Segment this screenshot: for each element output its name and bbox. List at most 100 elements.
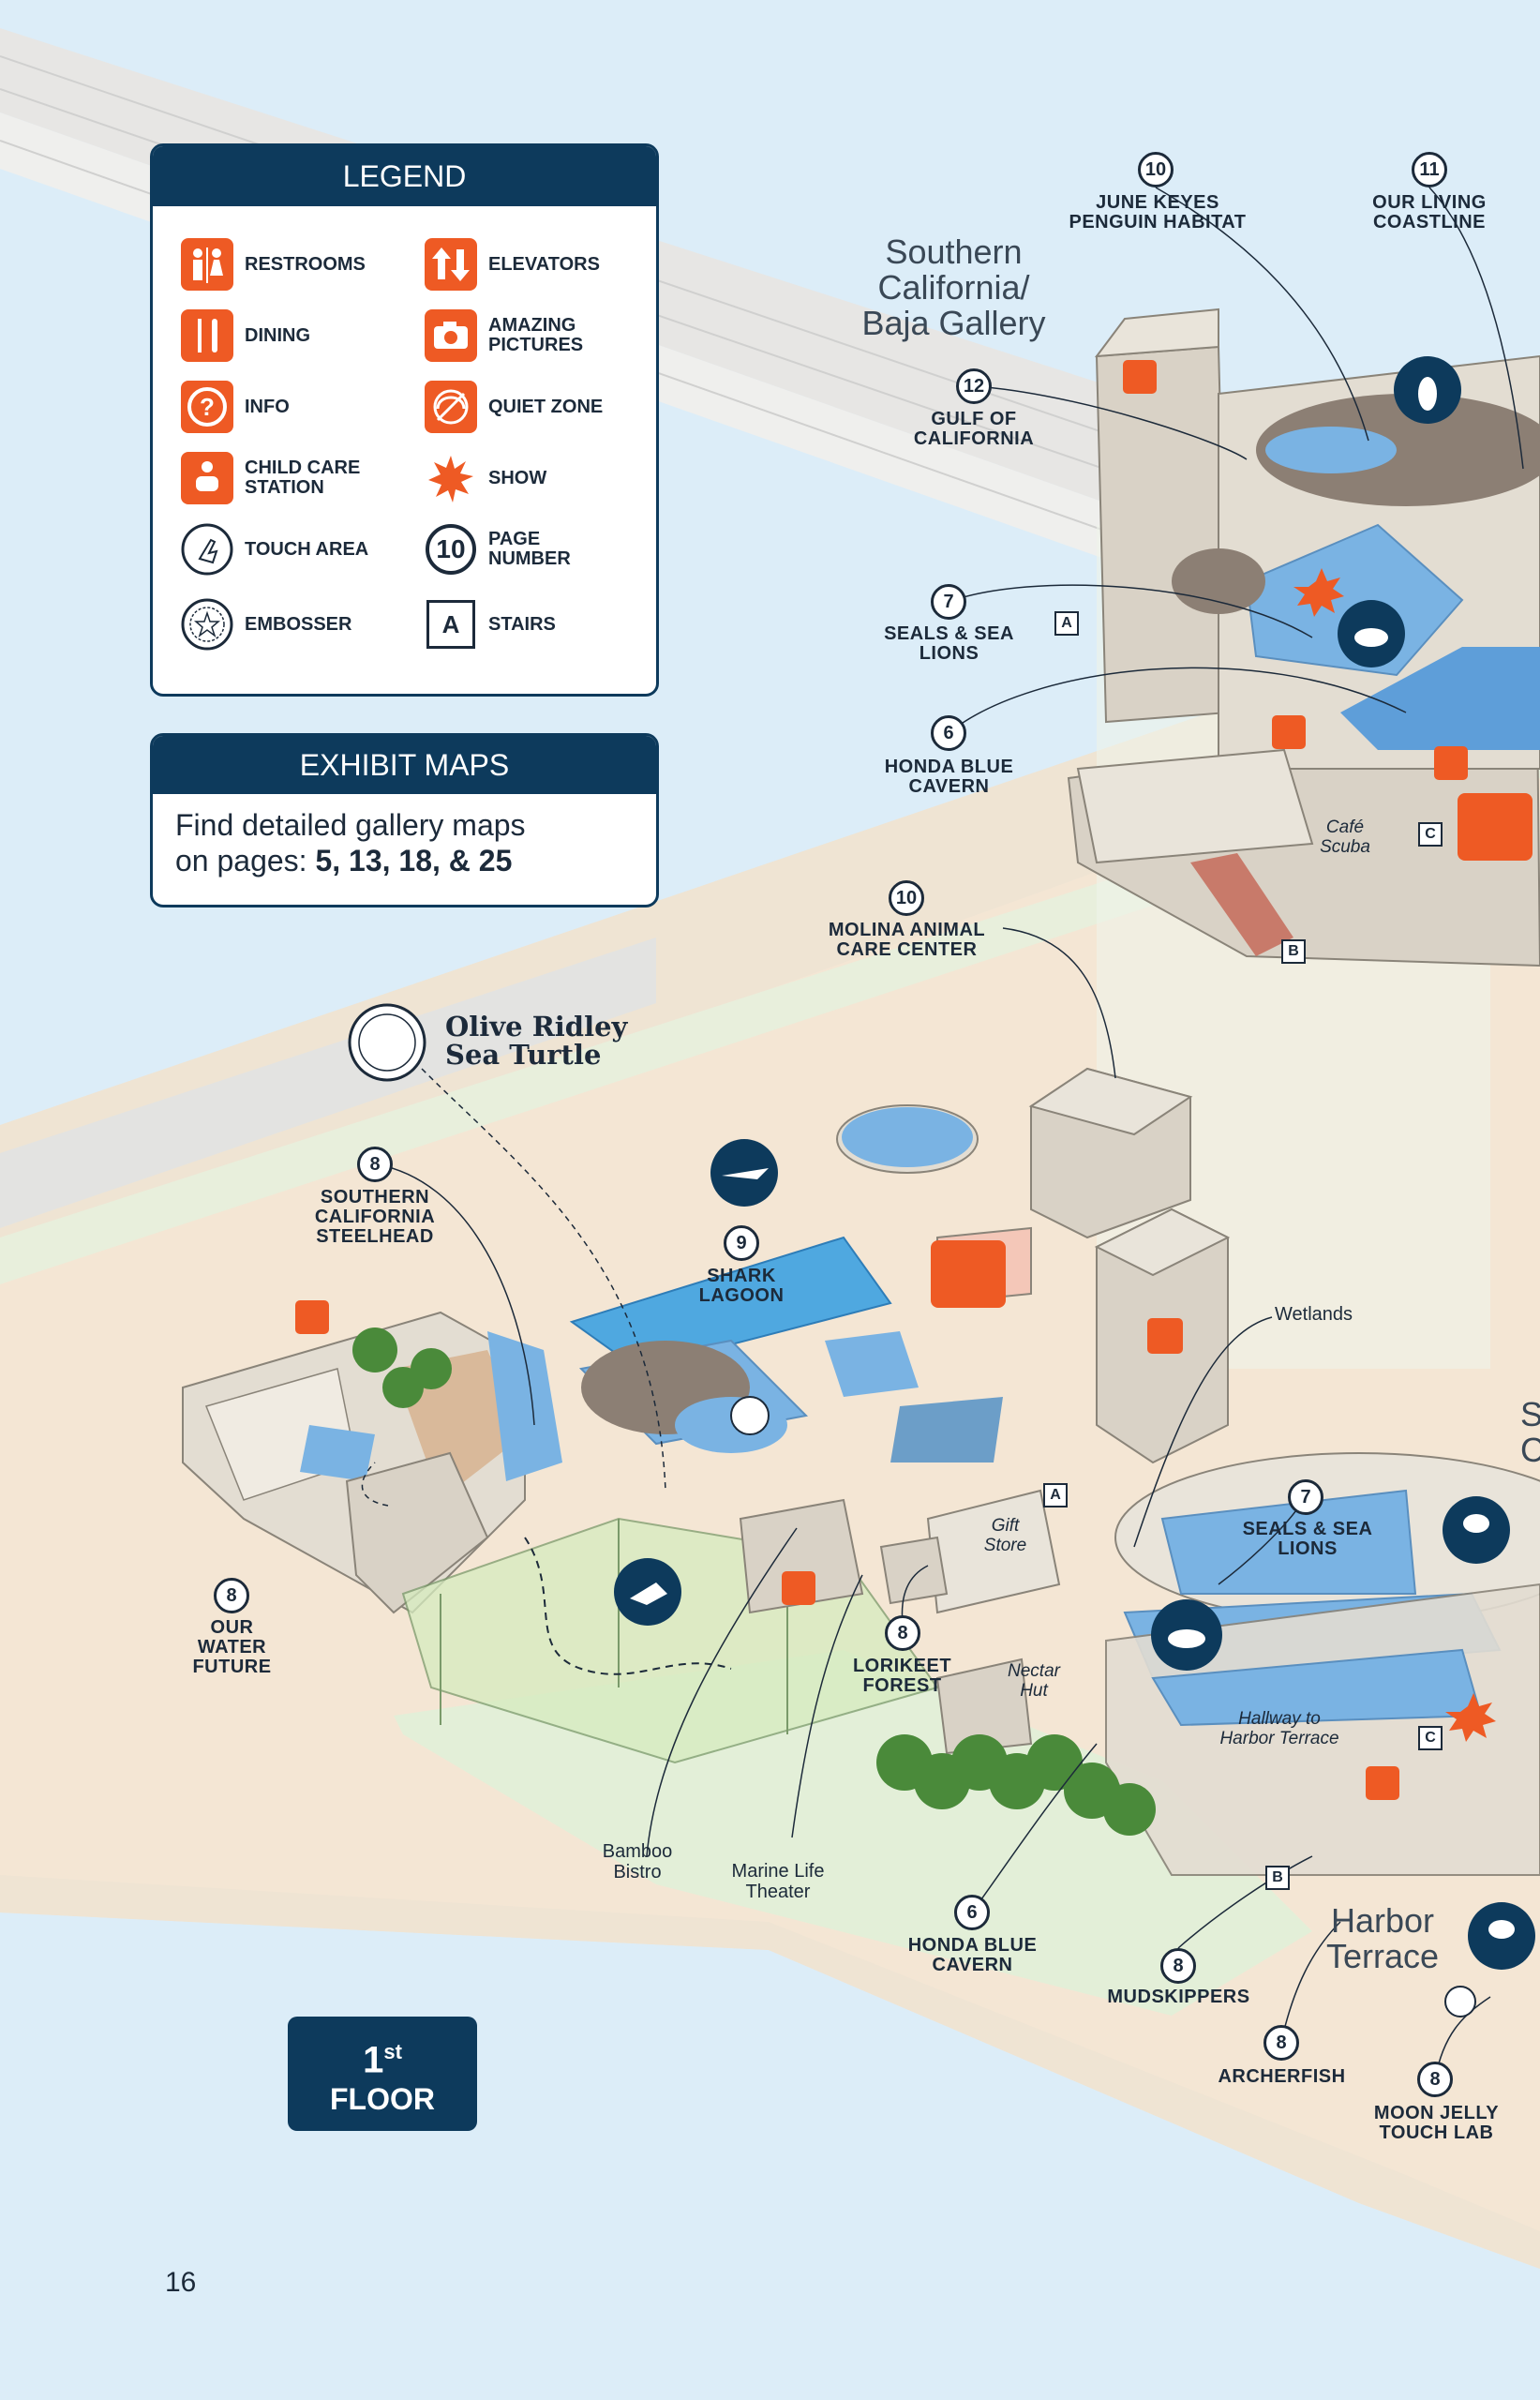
legend-label: CHILD CARE STATION	[245, 458, 361, 498]
legend-quiet-zone: QUIET ZONE	[425, 381, 603, 433]
exhibit-label[interactable]: MOON JELLY TOUCH LAB	[1373, 2103, 1500, 2143]
place-label-wetlands[interactable]: Wetlands	[1275, 1304, 1353, 1325]
legend-touch-area: TOUCH AREA	[181, 523, 368, 576]
exhibit-label[interactable]: JUNE KEYES PENGUIN HABITAT	[1069, 192, 1247, 232]
molina-building	[836, 1067, 1193, 1239]
elevator-icon	[425, 238, 477, 291]
camera-icon	[425, 309, 477, 362]
place-label-nectar-hut[interactable]: Nectar Hut	[1008, 1661, 1060, 1701]
map-markers	[295, 360, 1533, 1800]
page-number-icon: 10	[425, 523, 477, 576]
legend-title: LEGEND	[153, 146, 656, 206]
place-label-harbor-terrace[interactable]: Harbor Terrace	[1326, 1901, 1440, 1975]
stairs-marker: B	[1265, 1866, 1290, 1890]
page-badge[interactable]: 7	[931, 584, 966, 620]
svg-text:?: ?	[200, 393, 215, 421]
legend-restrooms: RESTROOMS	[181, 238, 366, 291]
exhibit-label[interactable]: SEALS & SEA LIONS	[1242, 1519, 1373, 1559]
trees	[352, 1328, 1156, 1836]
legend-panel: LEGEND RESTROOMS DINING ? INFO CHILD CAR…	[150, 143, 659, 697]
legend-stairs: A STAIRS	[425, 598, 556, 651]
page-number-sample: 10	[426, 524, 476, 575]
page-badge[interactable]: 8	[357, 1147, 393, 1182]
place-label-cafe-scuba[interactable]: Café Scuba	[1320, 818, 1370, 857]
legend-show: SHOW	[425, 452, 546, 504]
legend-elevators: ELEVATORS	[425, 238, 600, 291]
page-badge[interactable]: 10	[1138, 152, 1174, 188]
exhibit-label[interactable]: MUDSKIPPERS	[1107, 1987, 1250, 2007]
legend-page-number: 10 PAGE NUMBER	[425, 523, 582, 576]
quiet-zone-icon	[425, 381, 477, 433]
page-badge[interactable]: 8	[1417, 2062, 1453, 2097]
exhibit-label[interactable]: SHARK LAGOON	[698, 1266, 785, 1306]
legend-child-care: CHILD CARE STATION	[181, 452, 366, 504]
legend-info: ? INFO	[181, 381, 290, 433]
touch-hand-icon	[181, 523, 233, 576]
exhibit-label[interactable]: LORIKEET FOREST	[852, 1656, 952, 1696]
legend-label: QUIET ZONE	[488, 396, 604, 417]
exhibit-label[interactable]: ARCHERFISH	[1218, 2066, 1346, 2087]
restroom-icon	[181, 238, 233, 291]
animal-markers	[614, 356, 1535, 1970]
exhibit-maps-title: EXHIBIT MAPS	[153, 736, 656, 794]
dining-icon	[181, 309, 233, 362]
floor-number-digit: 1	[363, 2039, 384, 2081]
page-number: 16	[165, 2267, 197, 2298]
floor-label: FLOOR	[330, 2082, 435, 2117]
legend-embosser: EMBOSSER	[181, 598, 351, 651]
exhibit-label[interactable]: OUR WATER FUTURE	[192, 1617, 272, 1677]
legend-label: TOUCH AREA	[245, 538, 369, 560]
exhibit-label[interactable]: MOLINA ANIMAL CARE CENTER	[828, 920, 986, 960]
embosser-feature-label: Olive Ridley Sea Turtle	[445, 1011, 628, 1071]
stairs-marker: C	[1418, 822, 1443, 847]
legend-label: INFO	[245, 396, 290, 417]
exhibit-maps-text: Find detailed gallery maps on pages: 5, …	[153, 794, 656, 878]
stairs-marker: C	[1418, 1726, 1443, 1750]
page-badge[interactable]: 11	[1412, 152, 1447, 188]
upper-building-complex	[1067, 308, 1540, 968]
exhibit-label[interactable]: OUR LIVING COASTLINE	[1372, 192, 1487, 232]
legend-label: ELEVATORS	[488, 253, 600, 275]
exhibit-label[interactable]: GULF OF CALIFORNIA	[913, 409, 1035, 449]
exhibit-label[interactable]: HONDA BLUE CAVERN	[884, 757, 1014, 797]
legend-label: PAGE NUMBER	[488, 529, 571, 569]
page-badge[interactable]: 12	[956, 368, 992, 404]
legend-label: AMAZING PICTURES	[488, 315, 584, 355]
page-badge[interactable]: 9	[724, 1225, 759, 1261]
place-label-bamboo-bistro[interactable]: Bamboo Bistro	[602, 1841, 673, 1882]
exhibit-label[interactable]: HONDA BLUE CAVERN	[907, 1935, 1038, 1975]
legend-amazing-pictures: AMAZING PICTURES	[425, 309, 591, 362]
child-care-icon	[181, 452, 233, 504]
stairs-icon: A	[425, 598, 477, 651]
exhibit-label[interactable]: SEALS & SEA LIONS	[884, 623, 1014, 664]
exhibit-label[interactable]: SOUTHERN CALIFORNIA STEELHEAD	[314, 1187, 436, 1247]
gift-store-area	[739, 1489, 1061, 1755]
stairs-marker: A	[1043, 1483, 1068, 1508]
page-badge[interactable]: 8	[1160, 1948, 1196, 1984]
exhibit-maps-line2: on pages: 5, 13, 18, & 25	[175, 843, 634, 878]
legend-dining: DINING	[181, 309, 310, 362]
leader-lines	[361, 187, 1524, 2080]
page-badge[interactable]: 8	[1263, 2025, 1299, 2061]
place-label-hallway[interactable]: Hallway to Harbor Terrace	[1219, 1709, 1339, 1748]
place-label-gift-store[interactable]: Gift Store	[983, 1516, 1027, 1555]
page-badge[interactable]: 8	[885, 1615, 920, 1651]
exhibit-maps-pages: 5, 13, 18, & 25	[315, 844, 513, 878]
floor-number-suffix: st	[383, 2040, 402, 2063]
exhibit-maps-prefix: on pages:	[175, 844, 316, 878]
page-badge[interactable]: 10	[889, 880, 924, 916]
show-burst-icon	[425, 452, 477, 504]
legend-label: EMBOSSER	[245, 613, 352, 635]
exhibit-maps-panel: EXHIBIT MAPS Find detailed gallery maps …	[150, 733, 659, 908]
legend-label: SHOW	[488, 467, 547, 488]
legend-label: DINING	[245, 324, 310, 346]
stairs-marker: A	[1054, 611, 1079, 636]
page-badge[interactable]: 8	[214, 1578, 249, 1613]
exhibit-maps-line1: Find detailed gallery maps	[175, 808, 526, 842]
page-badge[interactable]: 6	[954, 1895, 990, 1930]
gallery-title: Southern California/ Baja Gallery	[861, 232, 1046, 342]
page-badge[interactable]: 7	[1288, 1479, 1323, 1515]
page-badge[interactable]: 6	[931, 715, 966, 751]
place-label-marine-life-theater[interactable]: Marine Life Theater	[731, 1861, 825, 1902]
